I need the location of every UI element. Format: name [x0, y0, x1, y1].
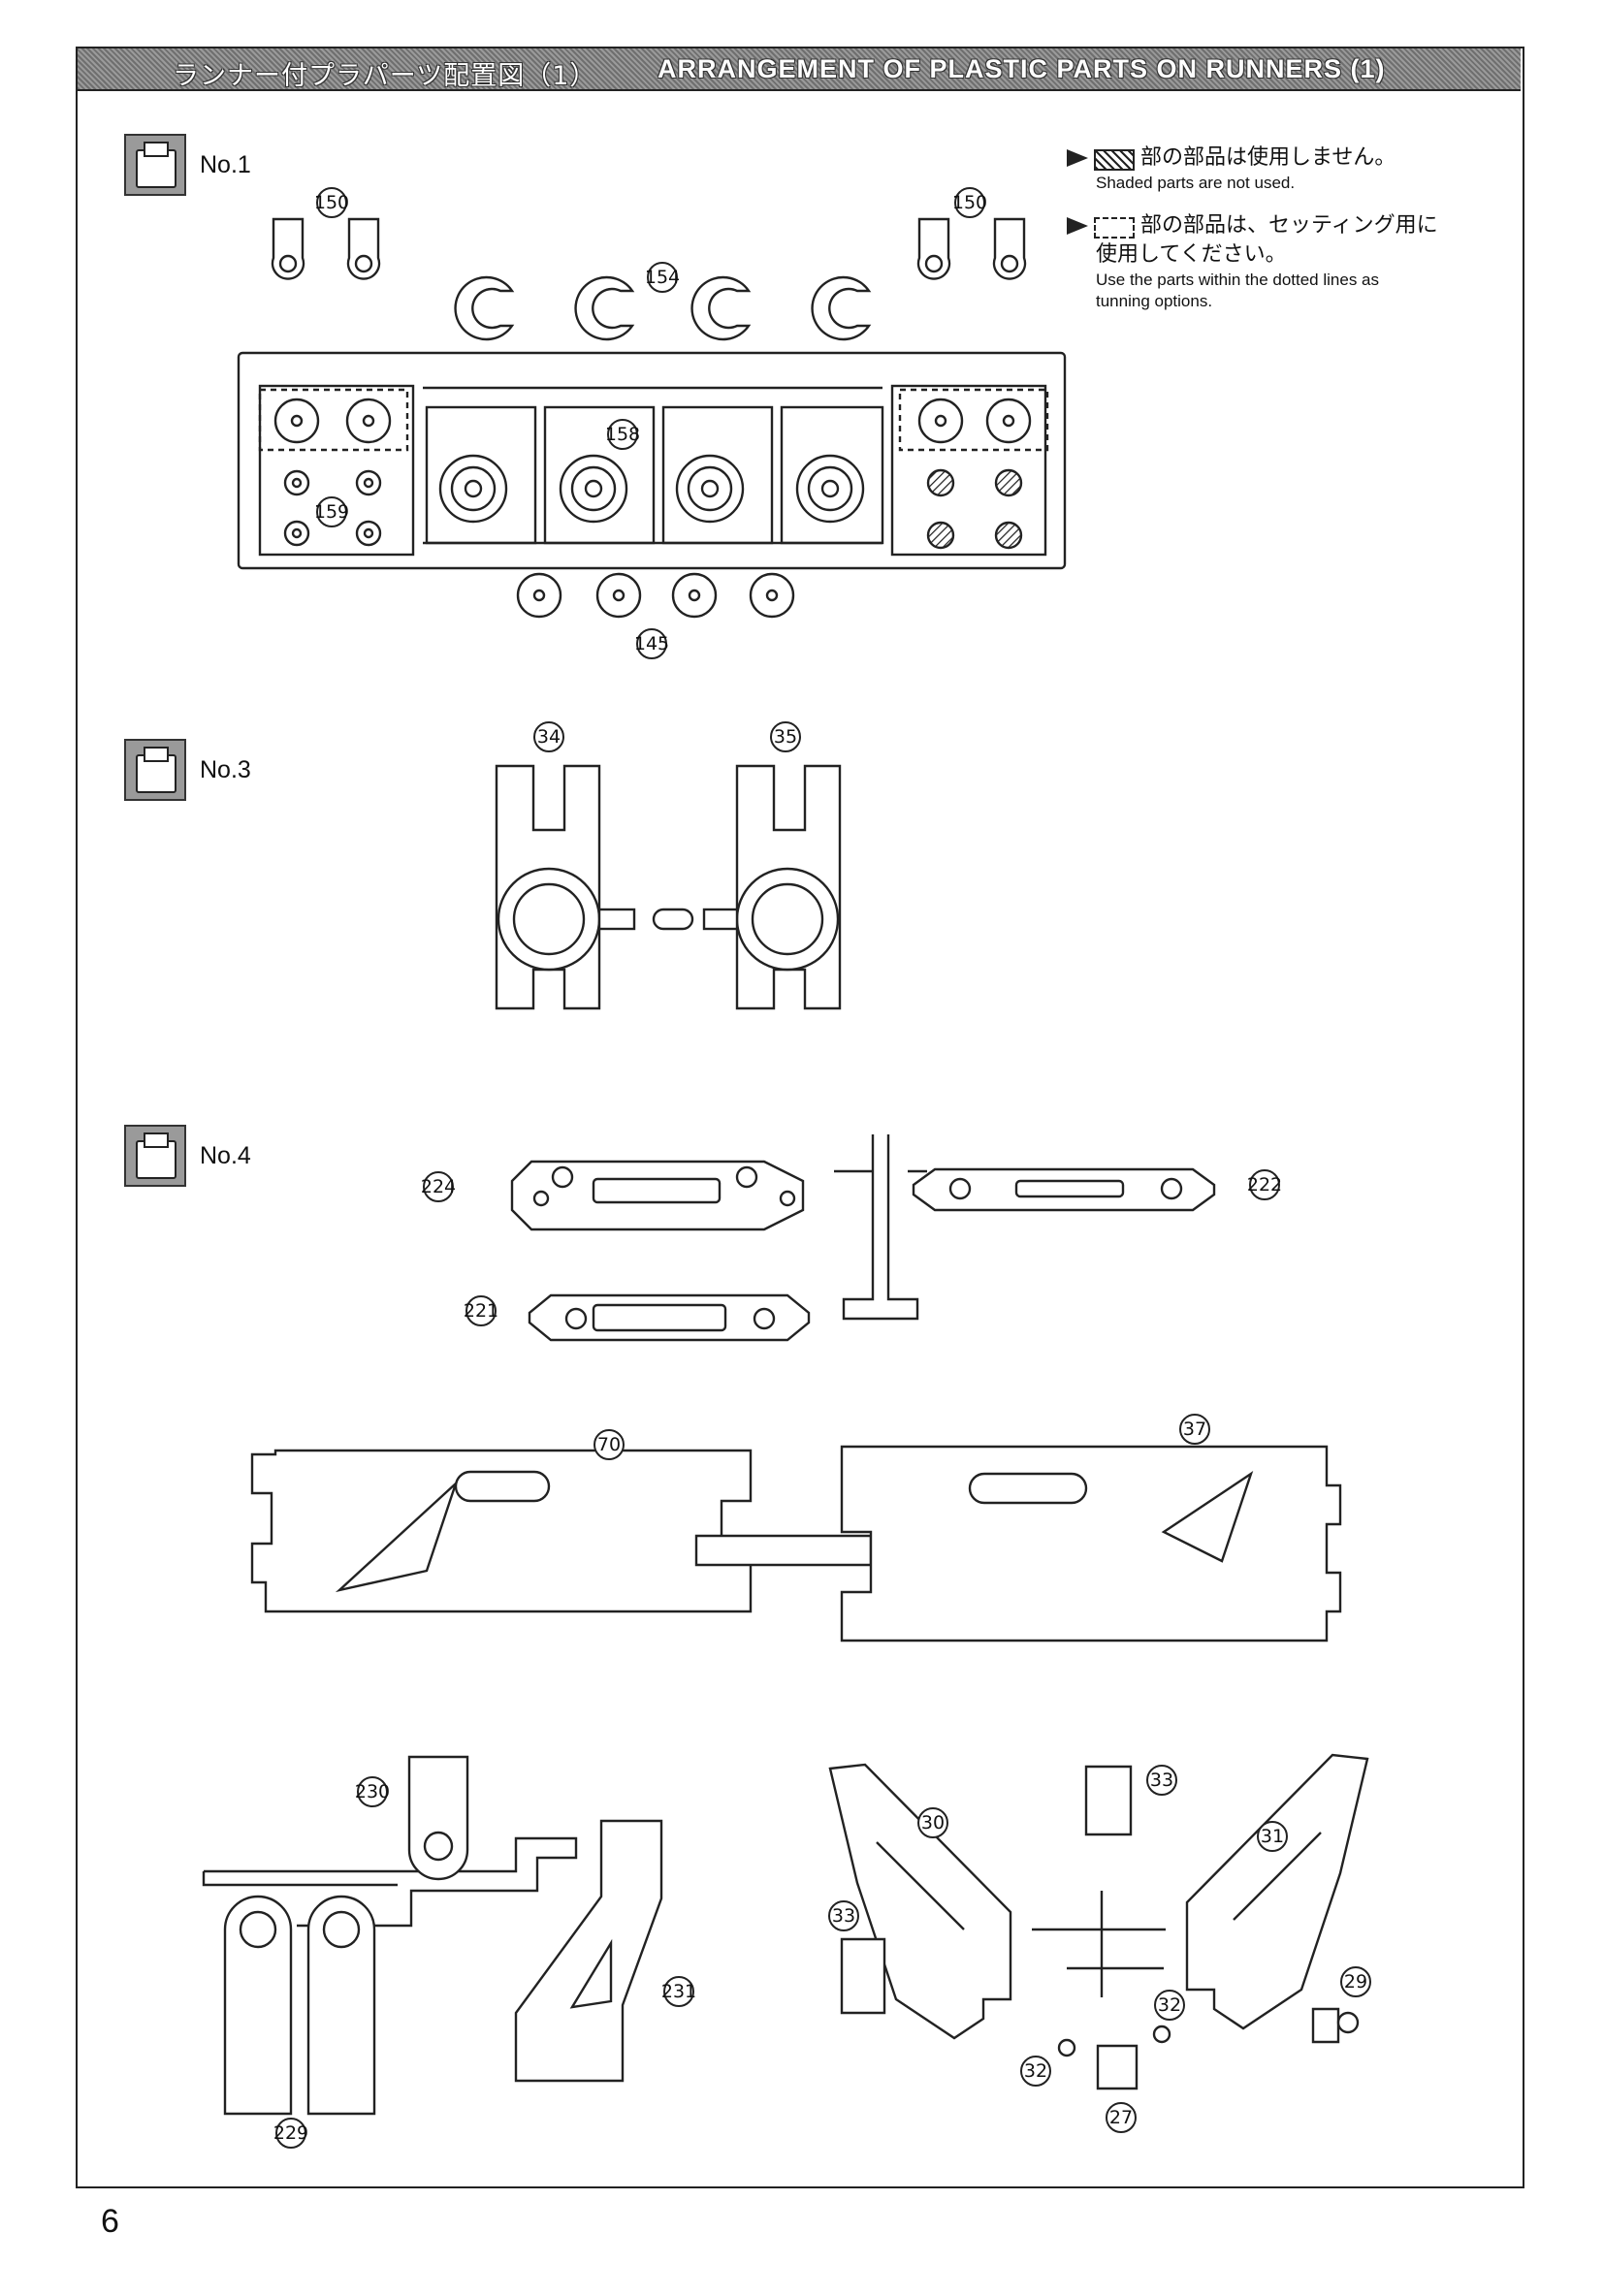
svg-text:31: 31	[1261, 1826, 1284, 1847]
section-label: No.4	[200, 1141, 251, 1169]
part-number-222: 222	[1247, 1169, 1282, 1200]
shock-clip-parts	[454, 275, 872, 341]
svg-text:70: 70	[597, 1434, 621, 1455]
note-shaded: 部の部品は使用しません。 Shaded parts are not used.	[1067, 144, 1493, 194]
runner-bag-icon	[124, 1125, 186, 1187]
part-number-154: 154	[645, 262, 680, 293]
part-number-229: 229	[273, 2118, 308, 2149]
svg-text:229: 229	[273, 2122, 308, 2144]
runner-bottom-right	[828, 1753, 1369, 2090]
shaded-washer	[994, 521, 1023, 550]
shaded-washer	[994, 468, 1023, 497]
section-label: No.1	[200, 150, 251, 178]
svg-text:158: 158	[605, 424, 640, 445]
header-banner: ランナー付プラパーツ配置図（1） ARRANGEMENT OF PLASTIC …	[78, 48, 1521, 91]
note-dotted-jp-2: 使用してください。	[1096, 242, 1287, 267]
section-label: No.3	[200, 755, 251, 783]
ball-end-parts	[271, 217, 1027, 280]
svg-text:32: 32	[1024, 2060, 1047, 2082]
part-number-31: 31	[1257, 1821, 1288, 1852]
part-number-34: 34	[533, 721, 564, 752]
svg-text:33: 33	[1150, 1770, 1173, 1791]
part-number-158: 158	[605, 419, 640, 450]
svg-text:32: 32	[1158, 1994, 1181, 2016]
part-number-224: 224	[421, 1171, 456, 1202]
part-number-32-right: 32	[1154, 1990, 1185, 2021]
note-shaded-en: Shaded parts are not used.	[1096, 174, 1296, 192]
note-shaded-jp: 部の部品は使用しません。	[1140, 145, 1396, 170]
svg-text:145: 145	[634, 633, 669, 654]
arrow-icon	[1067, 217, 1088, 235]
runner-no4	[250, 1134, 1342, 1642]
part-number-37: 37	[1179, 1414, 1210, 1445]
part-number-159: 159	[314, 496, 349, 527]
svg-text:29: 29	[1344, 1971, 1367, 1993]
part-number-29: 29	[1340, 1966, 1371, 1997]
section-no1: No.1	[124, 134, 251, 196]
section-no4: No.4	[124, 1125, 251, 1187]
shock-piston-parts	[425, 405, 884, 545]
title-jp: ランナー付プラパーツ配置図（1）	[173, 61, 597, 91]
svg-text:150: 150	[952, 192, 987, 213]
svg-text:159: 159	[314, 501, 349, 523]
shaded-swatch-icon	[1094, 149, 1135, 171]
part-number-221: 221	[464, 1295, 498, 1326]
title-en: ARRANGEMENT OF PLASTIC PARTS ON RUNNERS …	[658, 54, 1386, 83]
arrow-icon	[1067, 149, 1088, 167]
part-number-145: 145	[634, 628, 669, 659]
part-number-35: 35	[770, 721, 801, 752]
note-dotted-en-2: tunning options.	[1096, 292, 1213, 310]
runner-bottom-left	[202, 1755, 663, 2116]
svg-text:154: 154	[645, 267, 680, 288]
svg-text:37: 37	[1183, 1419, 1206, 1440]
part-number-231: 231	[661, 1976, 696, 2007]
note-dotted-en-1: Use the parts within the dotted lines as	[1096, 271, 1379, 289]
svg-text:35: 35	[774, 726, 797, 748]
part-number-27: 27	[1106, 2102, 1137, 2133]
svg-text:231: 231	[661, 1981, 696, 2002]
svg-text:150: 150	[314, 192, 349, 213]
note-dotted-jp-1: 部の部品は、セッティング用に	[1140, 213, 1438, 238]
part-number-150-left: 150	[314, 187, 349, 218]
part-number-33-left: 33	[828, 1900, 859, 1931]
option-group-right	[898, 388, 1049, 452]
page-frame	[76, 47, 1524, 2188]
spacer-parts	[516, 572, 795, 619]
section-no3: No.3	[124, 739, 251, 801]
part-number-30: 30	[917, 1807, 948, 1838]
shaded-washer	[926, 468, 955, 497]
runner-no3	[495, 764, 842, 1010]
svg-text:30: 30	[921, 1812, 945, 1834]
part-number-33-top: 33	[1146, 1765, 1177, 1796]
svg-text:224: 224	[421, 1176, 456, 1197]
part-number-32-left: 32	[1020, 2056, 1051, 2087]
part-number-230: 230	[355, 1776, 390, 1807]
svg-text:33: 33	[832, 1905, 855, 1927]
runner-no1	[237, 217, 1067, 619]
shaded-washer	[926, 521, 955, 550]
runner-bag-icon	[124, 134, 186, 196]
part-number-70: 70	[593, 1429, 625, 1460]
dotted-swatch-icon	[1094, 217, 1135, 239]
svg-text:221: 221	[464, 1300, 498, 1322]
part-number-150-right: 150	[952, 187, 987, 218]
option-group-left	[258, 388, 409, 452]
svg-text:222: 222	[1247, 1174, 1282, 1196]
page-number: 6	[101, 2203, 119, 2240]
legend-notes: 部の部品は使用しません。 Shaded parts are not used. …	[1067, 144, 1493, 330]
svg-text:230: 230	[355, 1781, 390, 1802]
note-dotted: 部の部品は、セッティング用に 使用してください。 Use the parts w…	[1067, 211, 1493, 312]
svg-text:34: 34	[537, 726, 561, 748]
runner-bag-icon	[124, 739, 186, 801]
svg-text:27: 27	[1109, 2107, 1133, 2128]
